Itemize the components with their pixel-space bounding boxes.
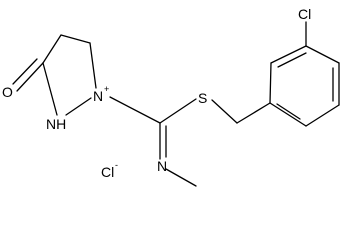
carbonyl-bond	[12, 58, 44, 92]
bond-c3-c4	[42, 34, 62, 64]
bond-imine-n-methyl	[165, 168, 197, 187]
structure-canvas: O NH N + S Cl N Cl -	[2, 6, 340, 187]
bond-n1-amidine-c	[109, 96, 161, 124]
nh-label: NH	[46, 116, 66, 132]
chloride-ion-charge: -	[115, 160, 118, 170]
bond-ch2-aryl	[236, 102, 271, 124]
oxygen-label: O	[2, 84, 13, 100]
imine-n-label: N	[157, 158, 167, 174]
pyrazolidinone-ring	[42, 34, 97, 116]
bond-n1-n2	[65, 97, 92, 116]
imine-double-bond	[159, 122, 167, 160]
n-plus-label: N	[93, 88, 103, 104]
bond-amidine-c-s	[159, 98, 197, 124]
chloride-ion-label: Cl	[101, 164, 114, 180]
bond-c5-n1	[89, 42, 97, 89]
bond-c4-c5	[60, 34, 91, 44]
n-plus-charge: +	[104, 84, 109, 94]
chlorine-label: Cl	[298, 6, 311, 22]
benzene-ring	[269, 45, 340, 127]
bond-s-ch2	[211, 99, 238, 124]
sulfur-label: S	[198, 90, 207, 106]
bond-n2-c3	[42, 62, 58, 116]
